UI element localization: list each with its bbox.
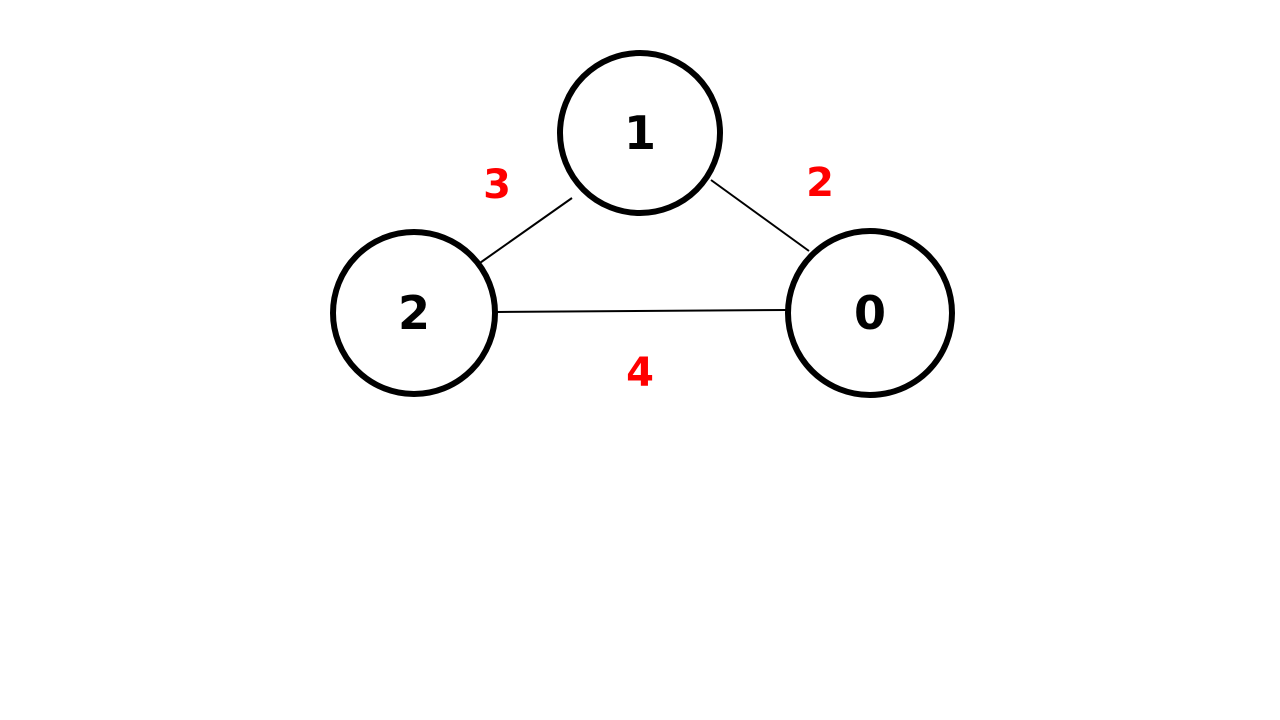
graph-node-0[interactable]: 0 xyxy=(785,228,955,398)
graph-edge-2-0 xyxy=(496,309,787,313)
graph-node-label-1: 1 xyxy=(623,106,656,160)
edge-weight-2-0: 4 xyxy=(626,350,654,396)
edge-weight-1-0: 2 xyxy=(806,160,834,206)
edge-weight-2-1: 3 xyxy=(483,162,511,208)
graph-node-1[interactable]: 1 xyxy=(557,50,723,216)
graph-node-2[interactable]: 2 xyxy=(330,229,498,397)
graph-node-label-0: 0 xyxy=(853,286,886,340)
graph-edge-2-1 xyxy=(476,197,573,266)
graph-node-label-2: 2 xyxy=(397,286,430,340)
graph-edge-1-0 xyxy=(710,179,810,252)
